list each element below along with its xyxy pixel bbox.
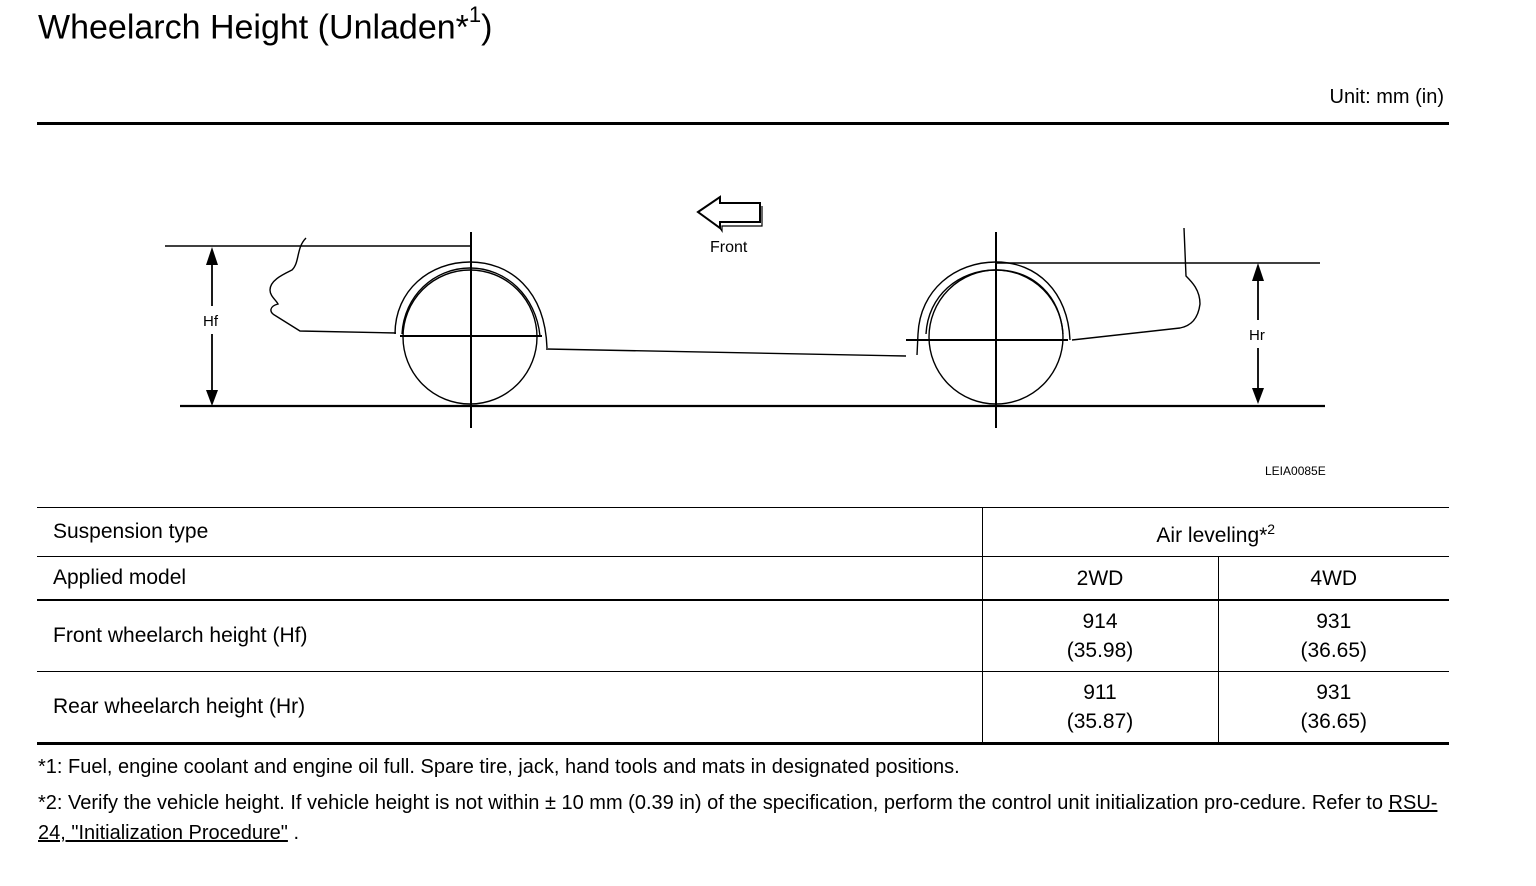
rear-height-4wd-mm: 931 [1316, 681, 1352, 704]
suspension-type-label: Suspension type [37, 507, 982, 557]
suspension-type-value: Air leveling*2 [981, 507, 1449, 557]
body-sill-outline [545, 348, 907, 357]
front-wheel [402, 269, 538, 405]
page-title-text: Wheelarch Height (Unladen* [38, 8, 469, 47]
rear-height-2wd-in: (35.87) [1066, 710, 1134, 733]
front-height-label: Front wheelarch height (Hf) [37, 599, 982, 672]
applied-model-4wd: 4WD [1217, 556, 1449, 600]
page-title: Wheelarch Height (Unladen*1) [38, 2, 493, 47]
footnote-2: *2: Verify the vehicle height. If vehicl… [38, 788, 1448, 848]
unit-label: Unit: mm (in) [1329, 86, 1444, 108]
suspension-type-footnote-mark: 2 [1267, 520, 1276, 537]
hr-label: Hr [1249, 327, 1265, 344]
front-direction-arrow [696, 195, 761, 230]
front-direction-arrow-shadow [719, 206, 763, 233]
front-height-4wd: 931 (36.65) [1217, 599, 1449, 672]
footnotes: *1: Fuel, engine coolant and engine oil … [38, 752, 1448, 854]
rear-body-outline [1071, 227, 1201, 341]
wheelarch-diagram: Hf Hr Front [165, 195, 1325, 428]
front-height-4wd-in: (36.65) [1300, 639, 1368, 662]
front-height-2wd-mm: 914 [1082, 610, 1118, 633]
hf-arrowhead-bottom [206, 390, 218, 406]
figure-id: LEIA0085E [1265, 464, 1326, 478]
table-row-suspension-type: Suspension type Air leveling*2 [37, 507, 1449, 557]
wheelarch-height-table: Suspension type Air leveling*2 Applied m… [37, 507, 1449, 745]
front-body-outline [269, 237, 397, 334]
front-wheelarch [394, 261, 548, 349]
hf-label: Hf [203, 313, 219, 330]
footnote-1: *1: Fuel, engine coolant and engine oil … [38, 756, 960, 778]
rear-height-2wd: 911 (35.87) [981, 671, 1218, 745]
hf-arrowhead-top [206, 247, 218, 265]
initialization-procedure-link[interactable]: RSU-24, "Initialization Procedure" [38, 792, 1438, 844]
applied-model-2wd: 2WD [981, 556, 1218, 600]
page-title-footnote-mark: 1 [468, 2, 482, 27]
table-row-applied-model: Applied model 2WD 4WD [37, 556, 1449, 600]
rear-wheelarch-inner [925, 269, 1064, 335]
table-row-front-height: Front wheelarch height (Hf) 914 (35.98) … [37, 599, 1449, 672]
front-height-4wd-mm: 931 [1316, 610, 1352, 633]
footnote-2-text: *2: Verify the vehicle height. If vehicl… [38, 792, 1389, 814]
front-height-2wd-in: (35.98) [1066, 639, 1134, 662]
rear-height-label: Rear wheelarch height (Hr) [37, 671, 982, 745]
applied-model-label: Applied model [37, 556, 982, 600]
page-title-close: ) [481, 8, 493, 47]
rear-height-4wd: 931 (36.65) [1217, 671, 1449, 745]
rear-wheel [928, 269, 1064, 405]
front-direction-label: Front [710, 239, 748, 256]
hr-arrowhead-bottom [1252, 388, 1264, 404]
footnote-2-suffix: . [287, 822, 300, 844]
suspension-type-value-text: Air leveling* [1156, 523, 1268, 547]
front-wheelarch-inner [401, 267, 541, 337]
header-divider [37, 122, 1449, 125]
rear-wheelarch [916, 261, 1071, 356]
rear-height-2wd-mm: 911 [1083, 681, 1117, 704]
front-height-2wd: 914 (35.98) [981, 599, 1218, 672]
rear-height-4wd-in: (36.65) [1300, 710, 1368, 733]
hr-arrowhead-top [1252, 263, 1264, 281]
table-row-rear-height: Rear wheelarch height (Hr) 911 (35.87) 9… [37, 671, 1449, 745]
